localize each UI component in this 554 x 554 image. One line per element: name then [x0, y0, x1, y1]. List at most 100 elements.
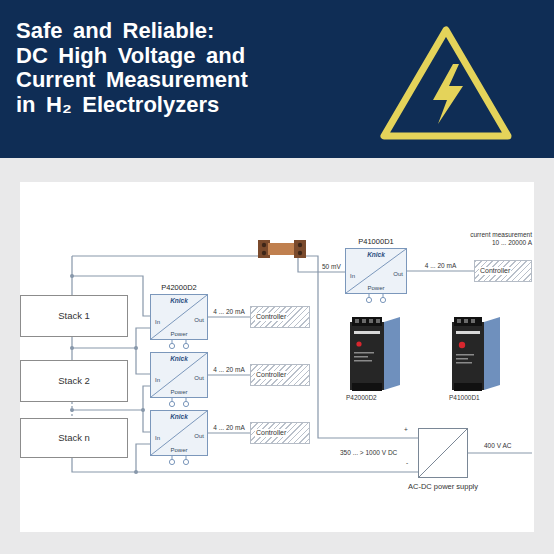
measurement-note: current measurement 10 ... 20000 A [462, 231, 532, 247]
device-label-strip [354, 331, 380, 334]
signal-conditioner: P41000D1KnickInOutPower [345, 248, 407, 294]
electrolyzer-stack: Stack 2 [20, 360, 128, 402]
power-terminal [169, 401, 174, 406]
port-label: In [350, 273, 355, 279]
supply-diagonal [419, 429, 467, 477]
brand-name: Knick [151, 414, 207, 421]
power-supply-box: AC-DC power supply [418, 428, 468, 478]
junction-dot [70, 274, 74, 278]
brand-name: Knick [151, 356, 207, 363]
shunt-body [268, 243, 296, 255]
power-terminal [366, 297, 371, 302]
signal-label: 4 ... 20 mA [425, 263, 456, 270]
port-label: Power [151, 331, 207, 337]
port-label: Power [151, 447, 207, 453]
device-print [354, 360, 372, 362]
controller-box: Controller [250, 364, 310, 386]
terminal-sign: - [406, 459, 408, 467]
converter-diagonal [151, 295, 207, 339]
diagram-panel [20, 182, 534, 532]
converter-diagonal [346, 249, 406, 293]
shunt-bolt [262, 243, 266, 247]
lightning-bolt [433, 64, 463, 124]
controller-label: Controller [255, 429, 287, 437]
product-name: P41000D1 [449, 394, 480, 402]
shunt-terminal [294, 240, 306, 258]
terminal-slot [362, 319, 366, 323]
port-label: Out [194, 317, 204, 323]
port-label: In [155, 435, 160, 441]
terminal-slot [457, 319, 461, 323]
supply-voltage: 400 V AC [484, 442, 511, 450]
brand-name: Knick [151, 298, 207, 305]
device-print [456, 358, 468, 360]
supply-symbol [419, 429, 467, 477]
controller-label: Controller [255, 313, 287, 321]
device-print [354, 356, 368, 358]
electrolyzer-stack: Stack n [20, 418, 128, 458]
shunt-bolt [262, 251, 266, 255]
brand-name: Knick [346, 252, 406, 259]
power-terminal [169, 343, 174, 348]
junction-dot [141, 408, 145, 412]
signal-label: 4 ... 20 mA [213, 367, 244, 374]
device-print [456, 354, 474, 356]
terminal-slot [369, 319, 373, 323]
power-terminal [380, 297, 385, 302]
stack-label: Stack 1 [58, 311, 90, 321]
controller-box: Controller [250, 422, 310, 444]
module-name: P42000D2 [161, 284, 196, 292]
device-front [350, 322, 384, 390]
terminal-sign: + [404, 426, 408, 434]
device-print [354, 352, 374, 354]
power-terminal [183, 459, 188, 464]
supply-caption: AC-DC power supply [408, 483, 478, 491]
device-terminal-block [352, 383, 382, 391]
port-label: Out [393, 271, 403, 277]
product-name: P42000D2 [346, 394, 377, 402]
signal-label: 4 ... 20 mA [213, 309, 244, 316]
terminal-slot [471, 319, 475, 323]
header-band [0, 0, 554, 158]
junction-dot [134, 346, 138, 350]
controller-box: Controller [250, 306, 310, 328]
shunt-bolt [298, 251, 302, 255]
port-label: Out [194, 433, 204, 439]
junction-dot [70, 346, 74, 350]
port-label: In [155, 319, 160, 325]
status-led [356, 341, 361, 346]
shunt-bolt [298, 243, 302, 247]
signal-conditioner: KnickInOutPower [150, 352, 208, 398]
converter-diagonal [151, 411, 207, 455]
device-print [456, 362, 472, 364]
stack-label: Stack n [58, 433, 90, 443]
status-led [459, 342, 465, 348]
signal-conditioner: KnickIn OutPower [150, 410, 208, 456]
converter-diagonal [151, 353, 207, 397]
device-terminal-block [454, 383, 482, 391]
controller-label: Controller [255, 371, 287, 379]
ac-wire [468, 452, 532, 453]
junction-dot [70, 408, 74, 412]
signal-label: 4 ... 20 mA [213, 425, 244, 432]
terminal-slot [464, 319, 468, 323]
signal-level: 50 mV [322, 263, 341, 271]
power-terminal [169, 459, 174, 464]
power-terminal [183, 401, 188, 406]
port-label: Power [151, 389, 207, 395]
device-terminal-block [454, 317, 482, 326]
junction-dot [134, 470, 138, 474]
power-terminal [183, 343, 188, 348]
terminal-slot [376, 319, 380, 323]
signal-line [208, 374, 250, 375]
electrolyzer-stack: Stack 1 [20, 295, 128, 337]
signal-line [407, 270, 474, 271]
page-title: Safe and Reliable: DC High Voltage and C… [16, 19, 254, 117]
port-label: Out [194, 375, 204, 381]
device-terminal-block [352, 317, 382, 326]
signal-line [208, 316, 250, 317]
device-label-strip [456, 331, 480, 334]
voltage-range: 350 ... > 1000 V DC [340, 449, 397, 457]
